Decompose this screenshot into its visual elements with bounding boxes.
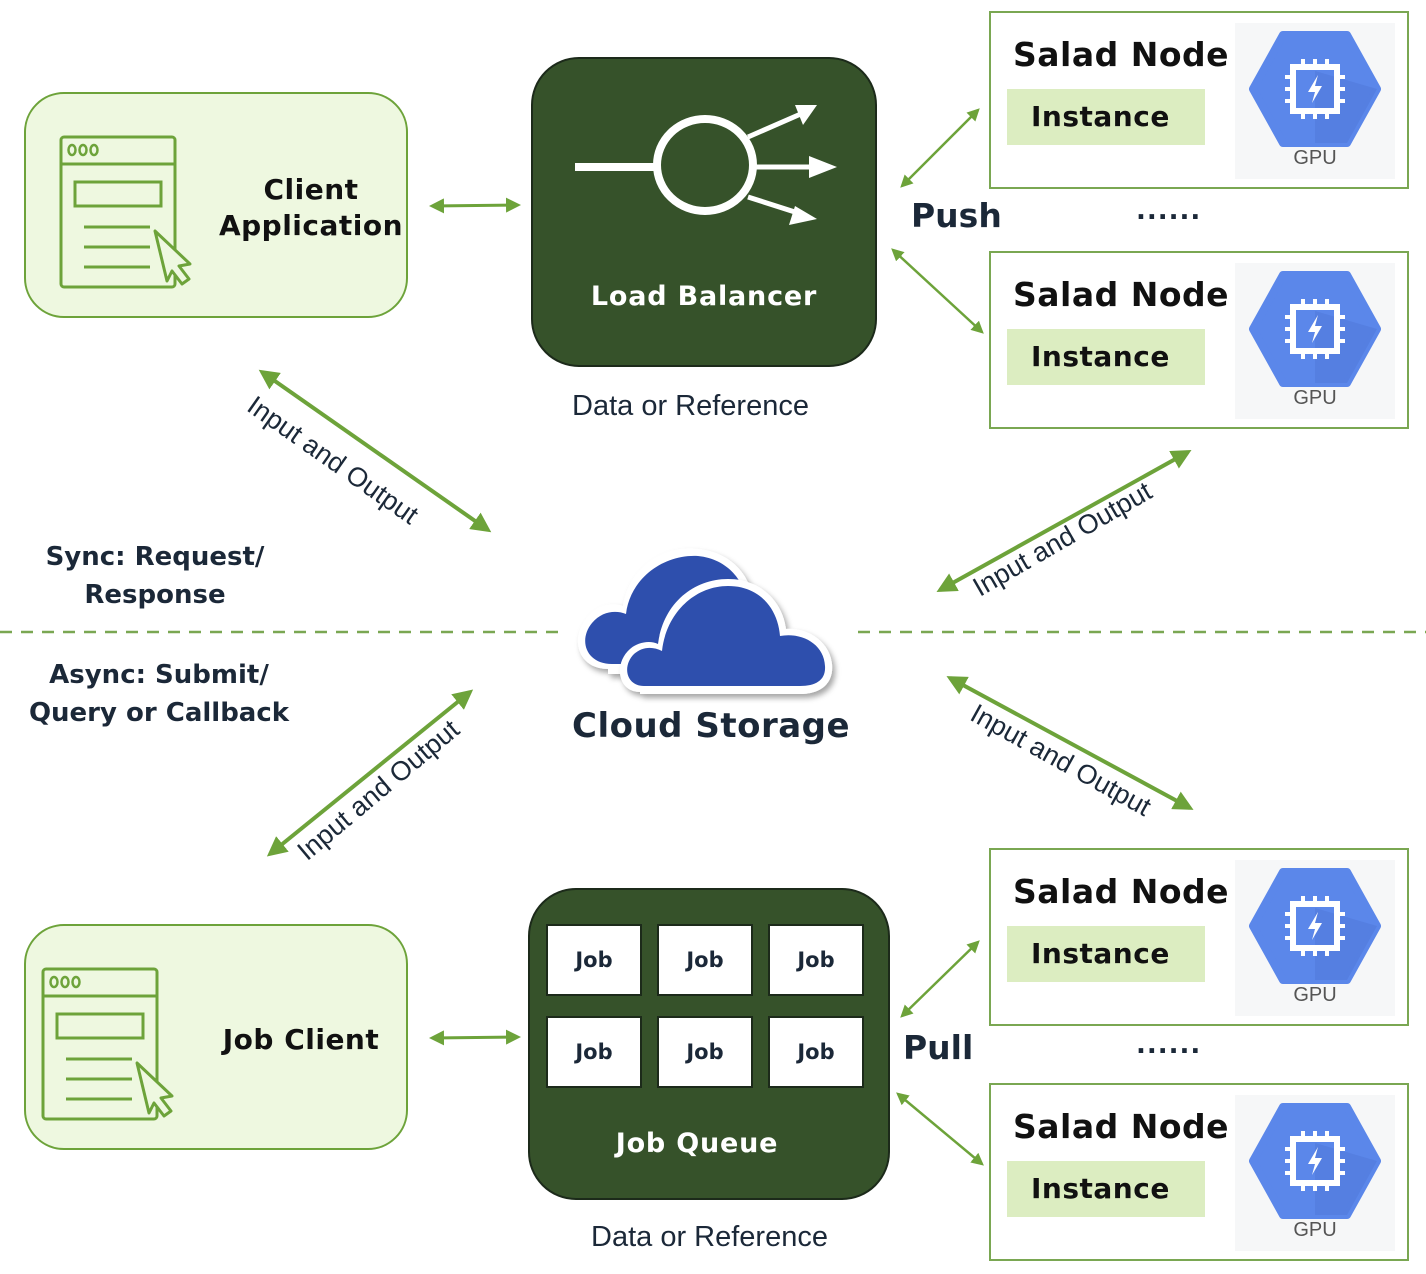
job-queue-label: Job Queue [615, 1128, 779, 1159]
job-client-label: Job Client [222, 1023, 380, 1056]
salad-node-instance: Instance [1007, 926, 1205, 982]
arrow-lb-node2 [891, 248, 984, 334]
sync-line1: Sync: Request/ [45, 542, 265, 572]
salad-node-title: Salad Node [1013, 275, 1230, 314]
gpu-icon [1249, 271, 1381, 387]
browser-window-with-cursor-icon [41, 967, 174, 1121]
job-item: Job [546, 924, 642, 996]
salad-node-title: Salad Node [1013, 35, 1230, 74]
job-queue-box[interactable]: Job Job Job Job Job Job Job Queue [528, 888, 890, 1200]
arrow-client-loadbalancer [429, 197, 521, 214]
gpu-badge: GPU [1235, 263, 1395, 419]
sync-mode-label: Sync: Request/ Response [20, 538, 290, 614]
load-balancer-icon [575, 105, 837, 225]
gpu-icon [1249, 31, 1381, 147]
gpu-label: GPU [1293, 1219, 1337, 1241]
arrow-lb-node1 [900, 108, 980, 188]
arrow-queue-node4 [896, 1092, 984, 1166]
async-line2: Query or Callback [28, 698, 290, 728]
pull-ellipsis: ...... [1136, 1030, 1202, 1060]
load-balancer-box[interactable]: Load Balancer [531, 57, 877, 367]
load-balancer-caption: Data or Reference [572, 390, 809, 422]
io-label-client-storage: Input and Output [241, 390, 424, 531]
job-item: Job [546, 1016, 642, 1088]
salad-node-pull-1[interactable]: Salad Node Instance GPU [989, 848, 1409, 1026]
salad-node-title: Salad Node [1013, 872, 1230, 911]
salad-node-pull-2[interactable]: Salad Node Instance GPU [989, 1083, 1409, 1261]
arrow-queue-node3 [900, 940, 980, 1018]
sync-line2: Response [84, 580, 226, 610]
gpu-badge: GPU [1235, 860, 1395, 1016]
salad-node-push-2[interactable]: Salad Node Instance GPU [989, 251, 1409, 429]
job-item: Job [657, 924, 753, 996]
arrow-jobclient-jobqueue [429, 1029, 521, 1046]
job-client-box[interactable]: Job Client [24, 924, 408, 1150]
gpu-icon [1249, 868, 1381, 984]
io-label-storage-pullnodes: Input and Output [965, 698, 1157, 822]
salad-node-instance: Instance [1007, 89, 1205, 145]
gpu-label: GPU [1293, 984, 1337, 1006]
gpu-badge: GPU [1235, 1095, 1395, 1251]
gpu-label: GPU [1293, 147, 1337, 169]
pull-label: Pull [903, 1028, 974, 1067]
async-line1: Async: Submit/ [49, 660, 269, 690]
salad-node-instance: Instance [1007, 329, 1205, 385]
arrow-io-storage-pullnodes [946, 676, 1194, 810]
job-item: Job [768, 1016, 864, 1088]
io-label-jobclient-storage: Input and Output [291, 713, 465, 867]
io-label-storage-pushnodes: Input and Output [967, 475, 1157, 603]
cloud-storage-label: Cloud Storage [572, 706, 851, 746]
salad-node-push-1[interactable]: Salad Node Instance GPU [989, 11, 1409, 189]
salad-node-title: Salad Node [1013, 1107, 1230, 1146]
client-label-line2: Application [218, 209, 404, 242]
load-balancer-label: Load Balancer [590, 281, 818, 312]
browser-window-with-cursor-icon [59, 135, 192, 289]
async-mode-label: Async: Submit/ Query or Callback [14, 656, 304, 732]
client-application-box[interactable]: Client Application [24, 92, 408, 318]
job-item: Job [768, 924, 864, 996]
job-queue-caption: Data or Reference [591, 1221, 828, 1253]
gpu-badge: GPU [1235, 23, 1395, 179]
client-label-line1: Client [263, 173, 359, 206]
gpu-label: GPU [1293, 387, 1337, 409]
client-application-label: Client Application [216, 172, 406, 244]
push-label: Push [911, 196, 1002, 235]
job-item: Job [657, 1016, 753, 1088]
gpu-icon [1249, 1103, 1381, 1219]
push-ellipsis: ...... [1136, 196, 1202, 226]
salad-node-instance: Instance [1007, 1161, 1205, 1217]
cloud-icon [577, 548, 833, 694]
